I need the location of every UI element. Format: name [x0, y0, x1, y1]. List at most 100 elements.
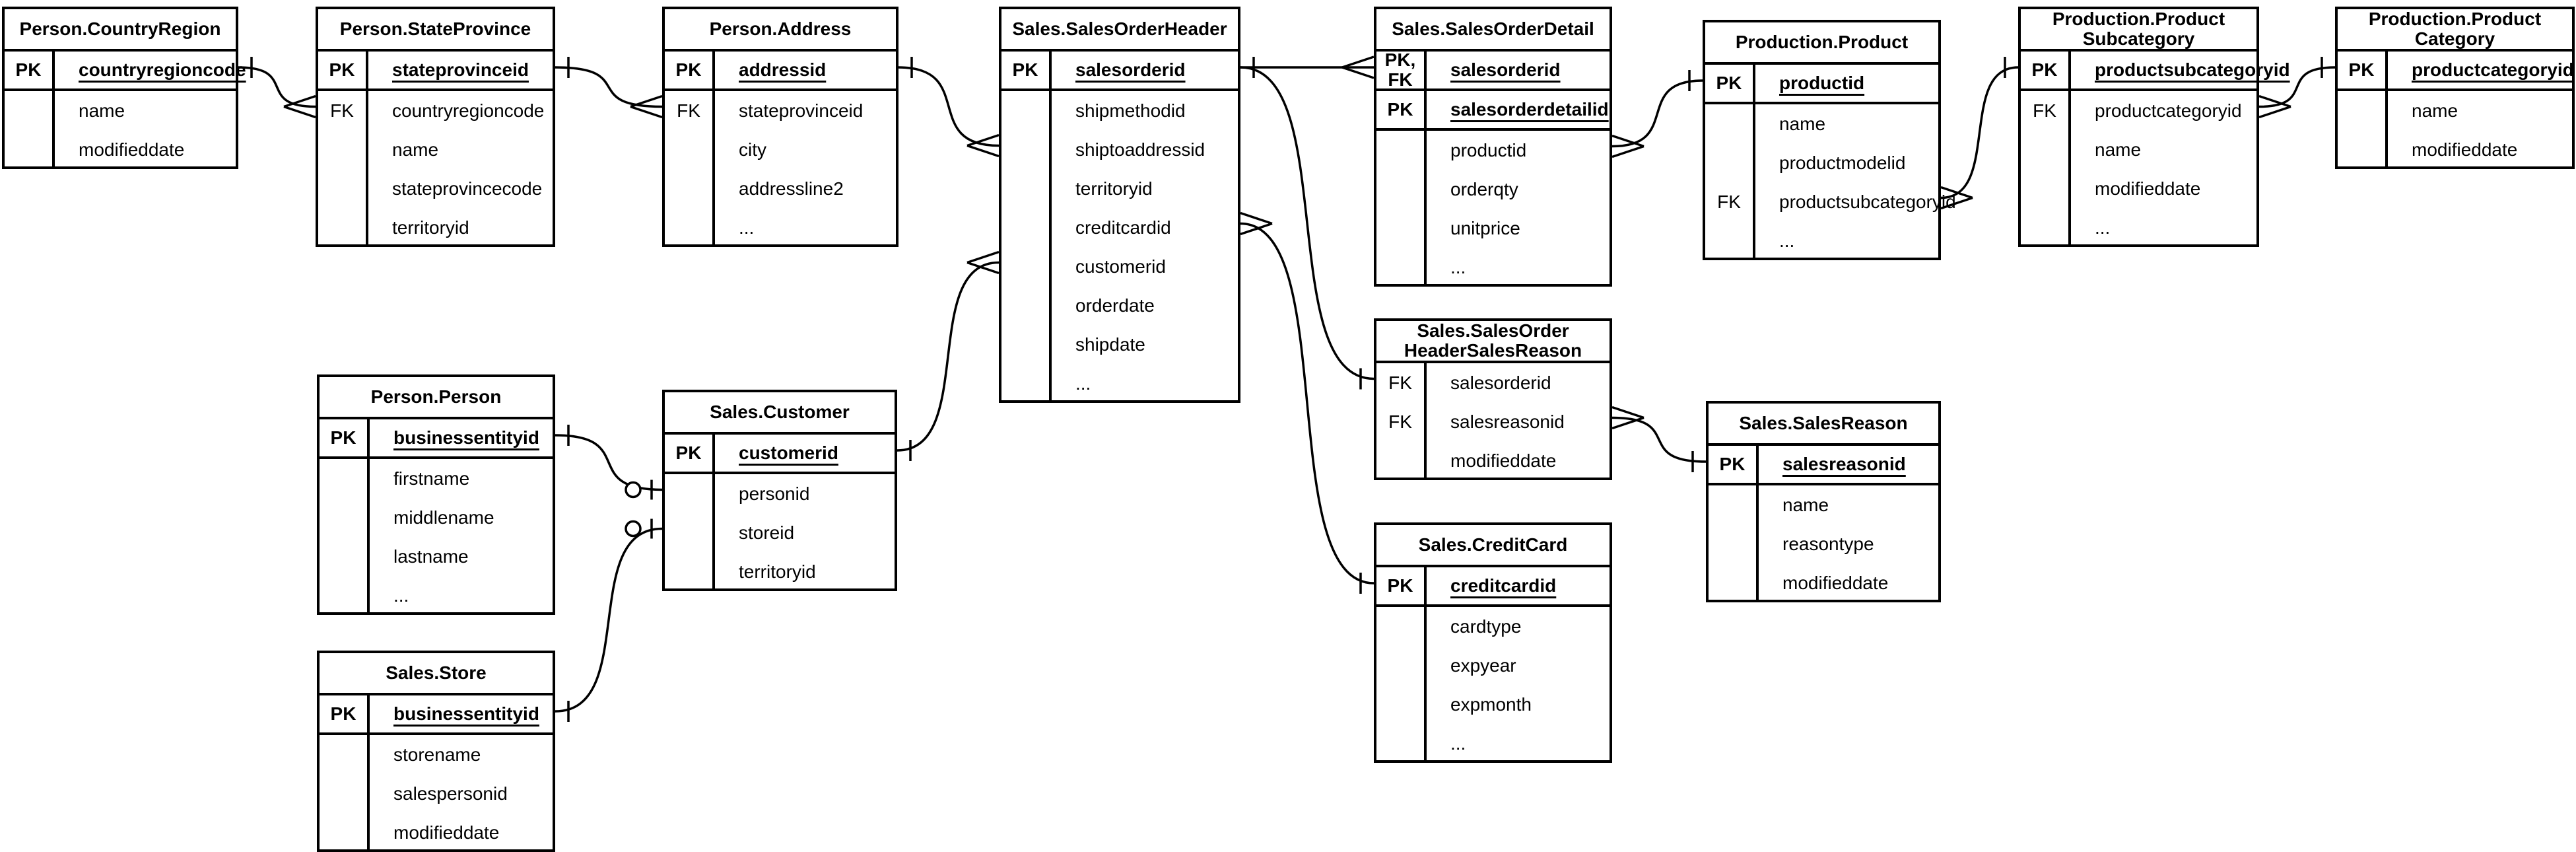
attribute-row: lastname [320, 537, 553, 576]
attribute-name: name [1782, 494, 1829, 515]
attribute-row: shipdate [1001, 325, 1238, 364]
key-label: PK [1376, 567, 1427, 604]
attribute-row: ... [665, 208, 896, 247]
attribute-name: middlename [393, 507, 494, 528]
key-label-empty [2338, 130, 2388, 169]
key-label-empty [1376, 170, 1427, 209]
attribute-row: expyear [1376, 646, 1610, 685]
attribute-row: creditcardid [1001, 208, 1238, 247]
attribute-name: modifieddate [1450, 450, 1557, 471]
key-label-empty [1376, 646, 1427, 685]
key-label: PK [1376, 91, 1427, 128]
key-label-empty [320, 498, 370, 537]
attribute-name: modifieddate [1782, 572, 1889, 593]
entity-table-title: Production.Product [1705, 22, 1938, 62]
edge-product-productsubcategory [1940, 57, 2019, 210]
key-label-empty [1001, 91, 1052, 130]
attribute-name: name [2412, 100, 2458, 121]
foreign-key-label: FK [1705, 182, 1755, 221]
key-column-name: productid [1779, 73, 1865, 93]
key-label-empty [320, 774, 370, 813]
attribute-name: ... [393, 585, 409, 606]
foreign-key-label: FK [1376, 402, 1427, 441]
entity-table-title-line: Sales.SalesOrderHeader [1012, 18, 1227, 39]
attribute-row: unitprice [1376, 209, 1610, 248]
attribute-row: territoryid [318, 208, 553, 247]
attribute-name: ... [2095, 217, 2111, 238]
entity-table-title-line: Sales.Customer [710, 402, 850, 422]
attribute-name: productmodelid [1779, 152, 1906, 173]
attribute-name: productcategoryid [2095, 100, 2242, 121]
attribute-name: ... [739, 217, 755, 238]
entity-table-title: Sales.CreditCard [1376, 525, 1610, 565]
key-label-empty [665, 474, 715, 513]
attribute-name: territoryid [739, 561, 816, 582]
attribute-row: name [1709, 485, 1938, 524]
key-label-empty [1001, 130, 1052, 169]
key-label-empty [318, 208, 368, 247]
attribute-row: modifieddate [320, 813, 553, 852]
attribute-row: storeid [665, 513, 895, 552]
entity-table-title: Sales.SalesOrderHeader [1001, 9, 1238, 49]
attribute-row: storename [320, 735, 553, 774]
key-label-empty [5, 130, 55, 169]
key-label-empty [1001, 286, 1052, 325]
key-label-empty [320, 735, 370, 774]
attribute-row: name [1705, 104, 1938, 143]
attribute-row: ... [2021, 208, 2256, 247]
attribute-name: countryregioncode [392, 100, 545, 121]
attribute-name: storename [393, 744, 481, 765]
key-label-empty [665, 513, 715, 552]
key-label: PK [665, 52, 715, 89]
attribute-row: orderdate [1001, 286, 1238, 325]
attribute-row: personid [665, 474, 895, 513]
foreign-key-label: FK [318, 91, 368, 130]
key-label-empty [1001, 325, 1052, 364]
key-column-name: creditcardid [1450, 575, 1557, 596]
key-label-empty [665, 130, 715, 169]
attribute-row: FK productcategoryid [2021, 91, 2256, 130]
attribute-name: customerid [1075, 256, 1166, 277]
attribute-row: name [318, 130, 553, 169]
entity-table-title-line: Production.Product [2052, 9, 2225, 29]
attribute-section: name reasontype modifieddate [1709, 483, 1938, 602]
entity-table-title-line: Production.Product [1735, 32, 1909, 52]
attribute-name: salesorderid [1450, 372, 1551, 393]
entity-table-title-line: Person.CountryRegion [19, 18, 221, 39]
attribute-name: unitprice [1450, 217, 1520, 238]
attribute-name: modifieddate [2412, 139, 2518, 160]
key-label-empty [1705, 104, 1755, 143]
attribute-row: ... [1376, 248, 1610, 287]
attribute-row: shiptoaddressid [1001, 130, 1238, 169]
key-label-empty [1376, 685, 1427, 724]
attribute-row: reasontype [1709, 524, 1938, 563]
attribute-name: ... [1450, 256, 1466, 277]
key-label-empty [2021, 169, 2071, 208]
key-column-name: productsubcategoryid [2095, 59, 2290, 80]
key-column-name: addressid [739, 59, 827, 80]
entity-table-title-line: Sales.Store [386, 662, 487, 683]
edge-productsubcategory-productcategory [2258, 57, 2336, 119]
attribute-name: city [739, 139, 766, 160]
attribute-row: customerid [1001, 247, 1238, 286]
attribute-name: territoryid [1075, 178, 1153, 199]
edge-store-customer [555, 518, 663, 722]
key-label: PK [1709, 446, 1759, 483]
attribute-row: modifieddate [1376, 441, 1610, 480]
foreign-key-label: FK [2021, 91, 2071, 130]
